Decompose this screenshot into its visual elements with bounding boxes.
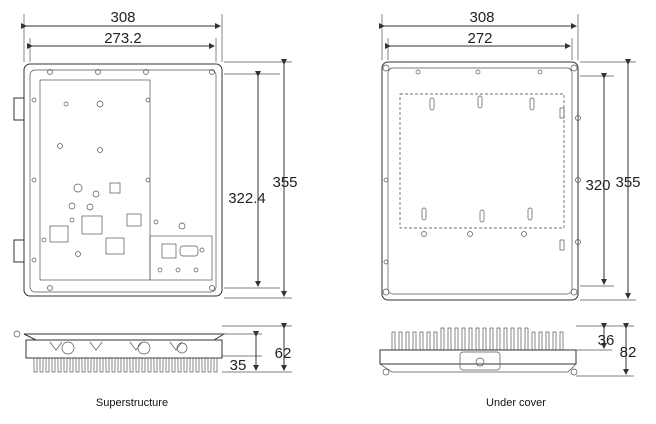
heatsink-fin bbox=[99, 357, 104, 373]
heatsink-fin bbox=[117, 357, 122, 373]
heatsink-fin bbox=[510, 327, 515, 351]
heatsink-fin bbox=[69, 357, 74, 373]
heatsink-fin bbox=[87, 357, 92, 373]
heatsink-fin bbox=[447, 327, 452, 351]
heatsink-fin bbox=[517, 327, 522, 351]
heatsink-fin bbox=[75, 357, 80, 373]
superstructure-inner-height-dim: 322.4 bbox=[228, 190, 266, 207]
superstructure-overall-width-dim: 308 bbox=[110, 9, 135, 26]
heatsink-fin bbox=[165, 357, 170, 373]
heatsink-fin bbox=[468, 327, 473, 351]
heatsink-fin bbox=[559, 331, 564, 351]
heatsink-fin bbox=[195, 357, 200, 373]
heatsink-fin bbox=[552, 331, 557, 351]
heatsink-fin bbox=[405, 331, 410, 351]
under-cover-top-view: 308 272 320 355 bbox=[379, 9, 641, 301]
heatsink-fin bbox=[45, 357, 50, 373]
heatsink-fin bbox=[398, 331, 403, 351]
superstructure-overall-height-dim: 355 bbox=[272, 174, 297, 191]
heatsink-fin bbox=[412, 331, 417, 351]
heatsink-fin bbox=[524, 327, 529, 351]
superstructure-top-view: 308 273.2 322.4 355 bbox=[13, 9, 298, 299]
heatsink-fin bbox=[39, 357, 44, 373]
heatsink-fin bbox=[33, 357, 38, 373]
superstructure-total-height-dim: 62 bbox=[275, 345, 292, 362]
heatsink-fin bbox=[475, 327, 480, 351]
heatsink-fin bbox=[63, 357, 68, 373]
under-cover-side-view: 36 82 Under cover bbox=[379, 323, 637, 409]
heatsink-fin bbox=[201, 357, 206, 373]
heatsink-fin bbox=[503, 327, 508, 351]
heatsink-fin bbox=[171, 357, 176, 373]
heatsink-fin bbox=[461, 327, 466, 351]
superstructure-body-height-dim: 35 bbox=[230, 357, 247, 374]
heatsink-fin bbox=[123, 357, 128, 373]
heatsink-fin bbox=[545, 331, 550, 351]
heatsink-fin bbox=[159, 357, 164, 373]
heatsink-fin bbox=[531, 331, 536, 351]
heatsink-fin bbox=[111, 357, 116, 373]
heatsink-fin bbox=[213, 357, 218, 373]
superstructure-inner-width-dim: 273.2 bbox=[104, 30, 142, 47]
heatsink-fin bbox=[454, 327, 459, 351]
heatsink-fin bbox=[81, 357, 86, 373]
heatsink-fin bbox=[440, 327, 445, 351]
heatsink-fin bbox=[207, 357, 212, 373]
under-cover-overall-height-dim: 355 bbox=[615, 174, 640, 191]
heatsink-fin bbox=[489, 327, 494, 351]
superstructure-side-view: 35 62 Superstructure bbox=[13, 323, 292, 409]
heatsink-fin bbox=[482, 327, 487, 351]
under-cover-inner-width-dim: 272 bbox=[467, 30, 492, 47]
under-cover-total-height-dim: 82 bbox=[620, 344, 637, 361]
superstructure-caption: Superstructure bbox=[96, 397, 168, 409]
heatsink-fin bbox=[426, 331, 431, 351]
heatsink-fin bbox=[57, 357, 62, 373]
heatsink-fin bbox=[496, 327, 501, 351]
heatsink-fin bbox=[183, 357, 188, 373]
heatsink-fin bbox=[177, 357, 182, 373]
heatsink-fin bbox=[51, 357, 56, 373]
heatsink-fin bbox=[147, 357, 152, 373]
under-cover-inner-height-dim: 320 bbox=[585, 177, 610, 194]
heatsink-fin bbox=[391, 331, 396, 351]
under-cover-fin-height-dim: 36 bbox=[598, 332, 615, 349]
heatsink-fin bbox=[189, 357, 194, 373]
heatsink-fin bbox=[105, 357, 110, 373]
heatsink-fin bbox=[538, 331, 543, 351]
heatsink-fin bbox=[135, 357, 140, 373]
heatsink-fin bbox=[129, 357, 134, 373]
heatsink-fin bbox=[141, 357, 146, 373]
heatsink-fin bbox=[93, 357, 98, 373]
under-cover-overall-width-dim: 308 bbox=[469, 9, 494, 26]
heatsink-fin bbox=[419, 331, 424, 351]
heatsink-fin bbox=[153, 357, 158, 373]
under-cover-caption: Under cover bbox=[486, 397, 546, 409]
heatsink-fin bbox=[433, 331, 438, 351]
